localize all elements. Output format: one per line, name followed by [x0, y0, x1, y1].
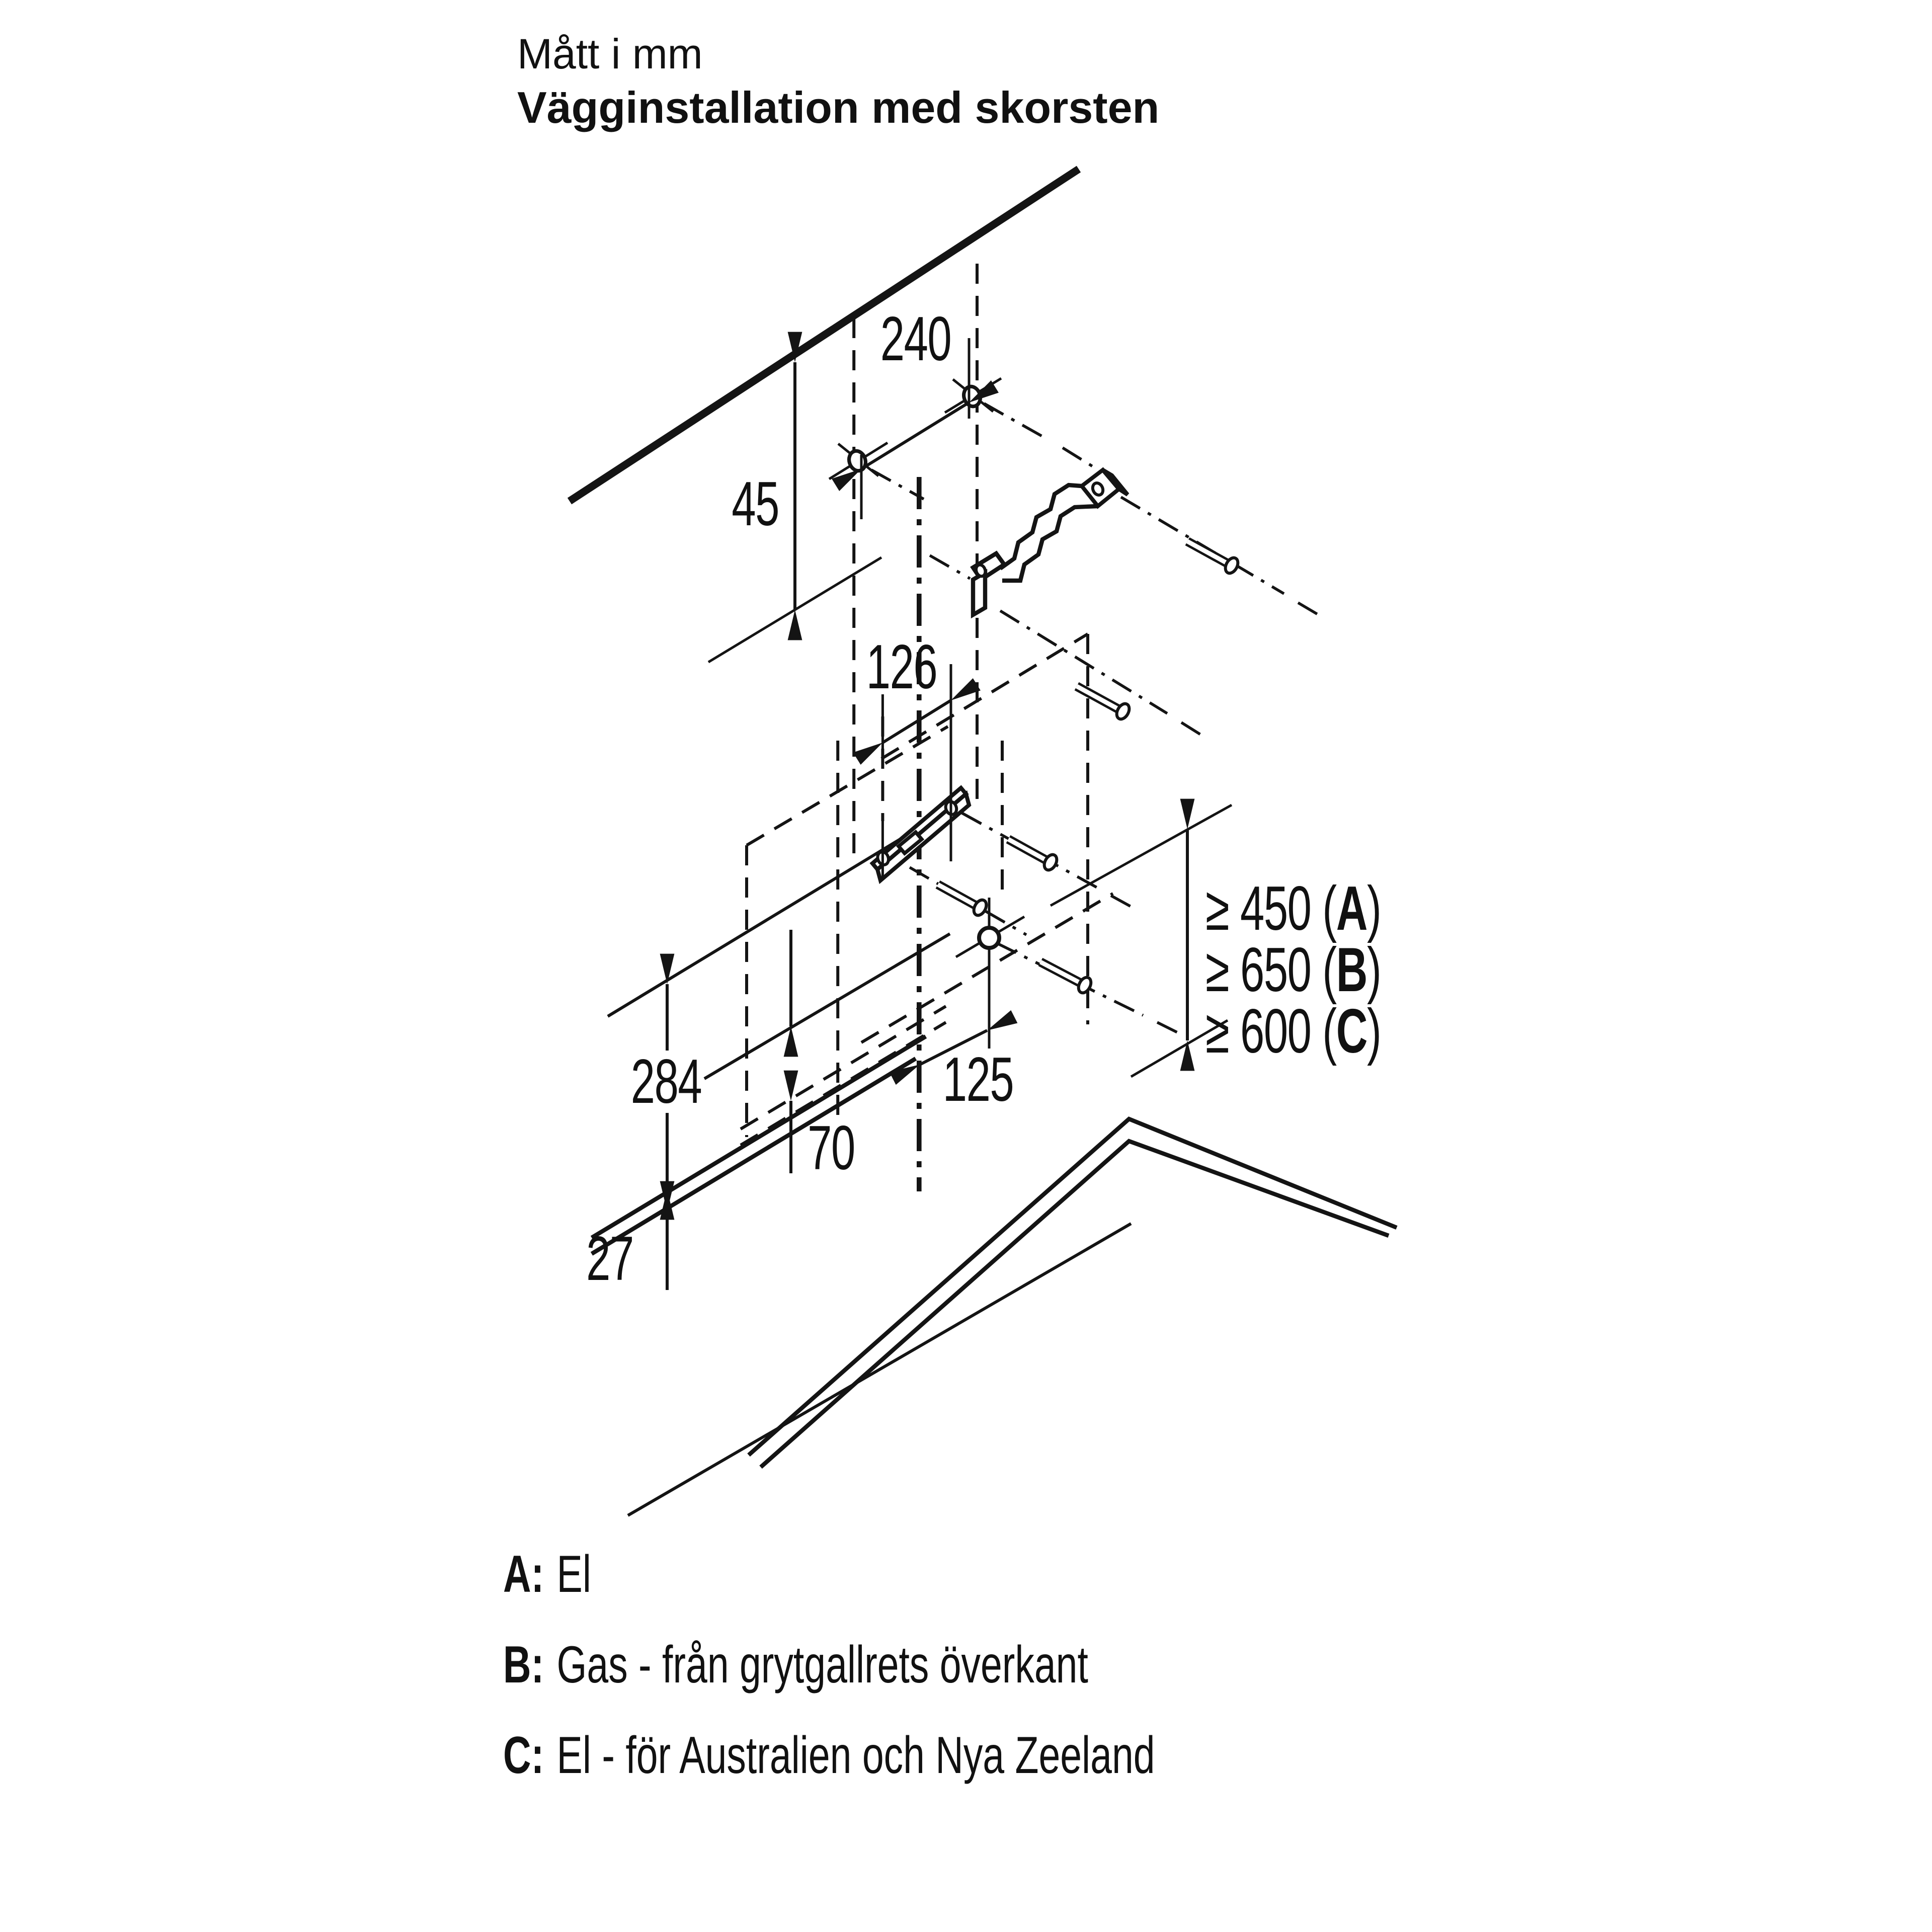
dimension-27: 27 — [586, 1181, 675, 1294]
wall-screws — [935, 537, 1240, 995]
legend: A:El B:Gas - från grytgallrets överkant … — [503, 1545, 1155, 1785]
hood-edge-lines — [590, 808, 951, 1256]
clearance-row-a: ≥ 450 (A) — [1205, 873, 1381, 943]
screw-rail-left — [935, 880, 988, 917]
dim-70-label: 70 — [808, 1113, 855, 1183]
clearance-row-b: ≥ 650 (B) — [1205, 935, 1381, 1005]
dim-125-label: 125 — [943, 1044, 1014, 1114]
dim-126-label: 126 — [866, 632, 937, 702]
dim-27-label: 27 — [586, 1224, 633, 1294]
dimension-240: 240 — [832, 304, 999, 519]
ceiling-line — [567, 166, 1081, 505]
dimension-clearance: ≥ 450 (A) ≥ 650 (B) ≥ 600 (C) — [1050, 798, 1382, 1078]
dim-240-label: 240 — [880, 304, 951, 374]
outlet-hole — [955, 898, 1025, 1049]
dim-284-label: 284 — [631, 1046, 702, 1116]
page-subtitle: Mått i mm — [517, 30, 703, 77]
dimension-126: 126 — [853, 632, 981, 861]
worktop-lines — [627, 1116, 1398, 1517]
dimension-45: 45 — [707, 332, 882, 664]
chimney-mounting-bracket — [970, 467, 1130, 619]
screw-upper-right — [1185, 537, 1240, 575]
screw-outlet — [1038, 957, 1093, 995]
screw-rail-right — [1006, 835, 1059, 872]
page-title: Vägginstallation med skorsten — [517, 83, 1159, 132]
legend-row-a: A:El — [503, 1545, 591, 1603]
legend-row-b: B:Gas - från grytgallrets överkant — [503, 1636, 1088, 1694]
screw-lower-right — [1074, 682, 1131, 721]
dimension-284: 284 — [631, 953, 702, 1220]
dim-45-label: 45 — [732, 469, 779, 539]
legend-row-c: C:El - för Australien och Nya Zeeland — [503, 1726, 1155, 1785]
dimension-70: 70 — [783, 930, 855, 1183]
mounting-rail — [869, 785, 972, 884]
dimension-125: 125 — [889, 1010, 1018, 1114]
clearance-row-c: ≥ 600 (C) — [1205, 996, 1381, 1066]
